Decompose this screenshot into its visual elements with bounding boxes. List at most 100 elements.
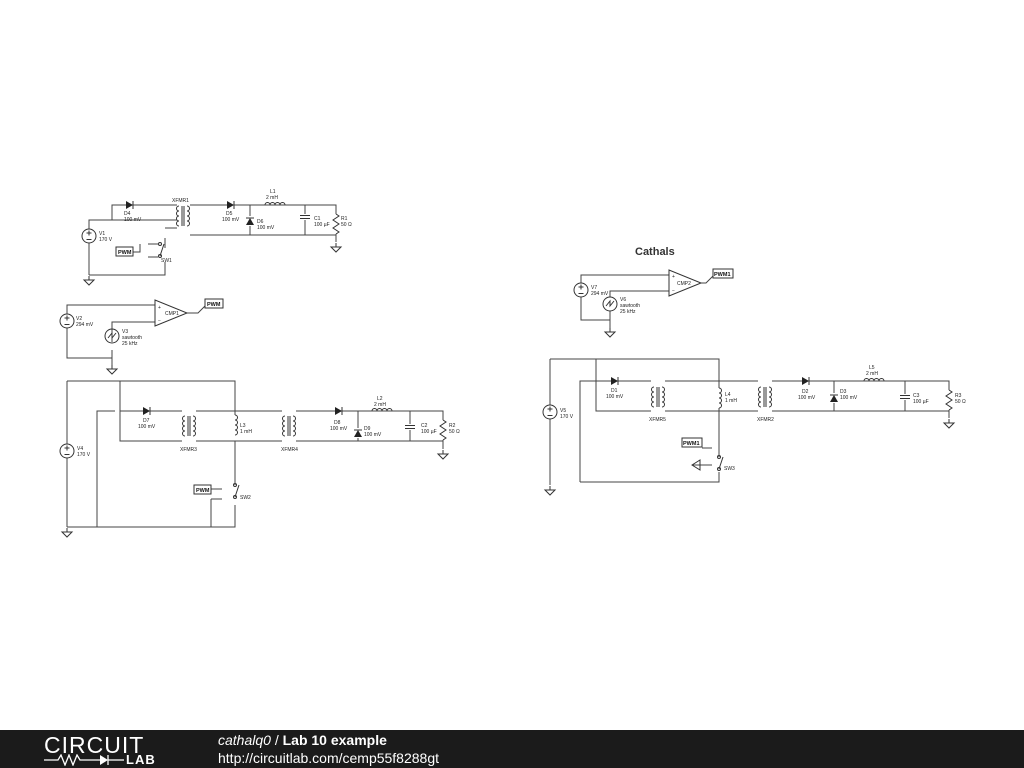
xfmr3-name: XFMR3: [180, 447, 197, 453]
circuitlab-logo-lab: LAB: [126, 752, 156, 767]
pwm-tag: [204, 298, 224, 309]
resistor-logo-icon: [44, 754, 124, 766]
comparator-block-1: + − PWM CMP1 V2 294 mV V3 sawtooth 25 kH…: [59, 298, 224, 375]
voltage-source-v5: [542, 404, 558, 420]
d2-value: 100 mV: [798, 395, 816, 401]
pwm-tag-label: PWM: [196, 488, 210, 494]
diode-d2: [801, 376, 810, 386]
circuit-a: PWM D4 100 mV XFMR1 D5 100 mV L1 2 mH D6…: [81, 189, 352, 286]
ground-symbol: [943, 418, 955, 429]
pwm-tag-label: PWM: [207, 302, 221, 308]
diode-d3: [829, 394, 839, 403]
switch-sw1: [158, 242, 165, 258]
r3-name: R3: [955, 393, 962, 399]
v4-value: 170 V: [77, 452, 91, 458]
d6-value: 100 mV: [257, 225, 275, 231]
pwm-tag-label: PWM: [118, 250, 132, 256]
v1-name: V1: [99, 231, 105, 237]
voltage-source-v4: [59, 443, 75, 459]
d1-name: D1: [611, 388, 618, 394]
svg-text:+: +: [158, 305, 161, 311]
d3-value: 100 mV: [840, 395, 858, 401]
schematic-canvas: PWM D4 100 mV XFMR1 D5 100 mV L1 2 mH D6…: [59, 189, 966, 538]
project-title[interactable]: Lab 10 example: [282, 732, 387, 748]
circuitlab-logo[interactable]: CIRCUIT: [44, 732, 145, 758]
r2-name: R2: [449, 423, 456, 429]
diode-d9: [353, 429, 363, 438]
d5-name: D5: [226, 211, 233, 217]
d1-value: 100 mV: [606, 394, 624, 400]
l4-value: 1 mH: [725, 398, 737, 404]
circuit-b: PWM D7 100 mV XFMR3 L3 1 mH XFMR4 D8 100…: [59, 380, 460, 538]
l2-name: L2: [377, 396, 383, 402]
v6-frequency: 25 kHz: [620, 309, 636, 315]
v5-value: 170 V: [560, 414, 574, 420]
transformer-xfmr2: [758, 386, 772, 408]
diode-d6: [245, 217, 255, 226]
d5-value: 100 mV: [222, 217, 240, 223]
d7-name: D7: [143, 418, 150, 424]
pwm1-tag-label: PWM1: [714, 272, 731, 278]
ground-symbol: [604, 327, 616, 338]
cmp1-name: CMP1: [165, 311, 179, 317]
resistor-r2: [439, 419, 447, 441]
xfmr2-name: XFMR2: [757, 417, 774, 423]
xfmr4-name: XFMR4: [281, 447, 298, 453]
l5-name: L5: [869, 365, 875, 371]
d7-value: 100 mV: [138, 424, 156, 430]
sawtooth-source-v6: [602, 296, 618, 312]
r1-name: R1: [341, 216, 348, 222]
comparator-block-2: + − PWM1 CMP2 V7 294 mV V6 sawtooth 25 k…: [573, 268, 734, 338]
transformer-xfmr4: [282, 415, 296, 437]
inductor-l3: [234, 414, 238, 436]
svg-text:−: −: [158, 318, 161, 324]
r2-value: 50 Ω: [449, 429, 460, 435]
d4-name: D4: [124, 211, 131, 217]
svg-text:+: +: [672, 274, 675, 280]
project-url[interactable]: http://circuitlab.com/cemp55f8288gt: [218, 750, 440, 766]
pwm-tag: [115, 246, 134, 257]
username-link[interactable]: cathalq0: [218, 732, 271, 748]
footer-bar: CIRCUIT LAB cathalq0 / Lab 10 example ht…: [0, 730, 1024, 768]
d8-value: 100 mV: [330, 426, 348, 432]
pwm1-tag: [712, 268, 734, 279]
voltage-source-v1: [81, 228, 97, 244]
diode-d5: [226, 200, 235, 210]
r3-value: 50 Ω: [955, 399, 966, 405]
ground-symbol: [330, 242, 342, 253]
l5-value: 2 mH: [866, 371, 878, 377]
sw2-name: SW2: [240, 495, 251, 501]
c3-name: C3: [913, 393, 920, 399]
d2-name: D2: [802, 389, 809, 395]
r1-value: 50 Ω: [341, 222, 352, 228]
v3-name: V3: [122, 329, 128, 335]
xfmr1-name: XFMR1: [172, 198, 189, 204]
ground-symbol: [691, 459, 701, 471]
v6-name: V6: [620, 297, 626, 303]
resistor-r3: [945, 389, 953, 411]
l3-name: L3: [240, 423, 246, 429]
c2-value: 100 µF: [421, 429, 437, 435]
transformer-xfmr1: [176, 205, 190, 227]
inductor-l4: [718, 387, 722, 409]
d4-value: 100 mV: [124, 217, 142, 223]
voltage-source-v7: [573, 282, 589, 298]
sw1-name: SW1: [161, 258, 172, 264]
pwm-tag: [193, 484, 212, 495]
v7-value: 294 mV: [591, 291, 609, 297]
diode-d4: [125, 200, 134, 210]
svg-text:−: −: [672, 288, 675, 294]
ground-symbol: [106, 364, 118, 375]
v3-value: sawtooth: [122, 335, 142, 341]
xfmr5-name: XFMR5: [649, 417, 666, 423]
footer-title: cathalq0 / Lab 10 example: [218, 732, 387, 748]
l2-value: 2 mH: [374, 402, 386, 408]
transformer-xfmr5: [651, 386, 665, 408]
c1-value: 100 µF: [314, 222, 330, 228]
v7-name: V7: [591, 285, 597, 291]
d3-name: D3: [840, 389, 847, 395]
v3-frequency: 25 kHz: [122, 341, 138, 347]
d8-name: D8: [334, 420, 341, 426]
switch-sw3: [717, 455, 724, 471]
c3-value: 100 µF: [913, 399, 929, 405]
